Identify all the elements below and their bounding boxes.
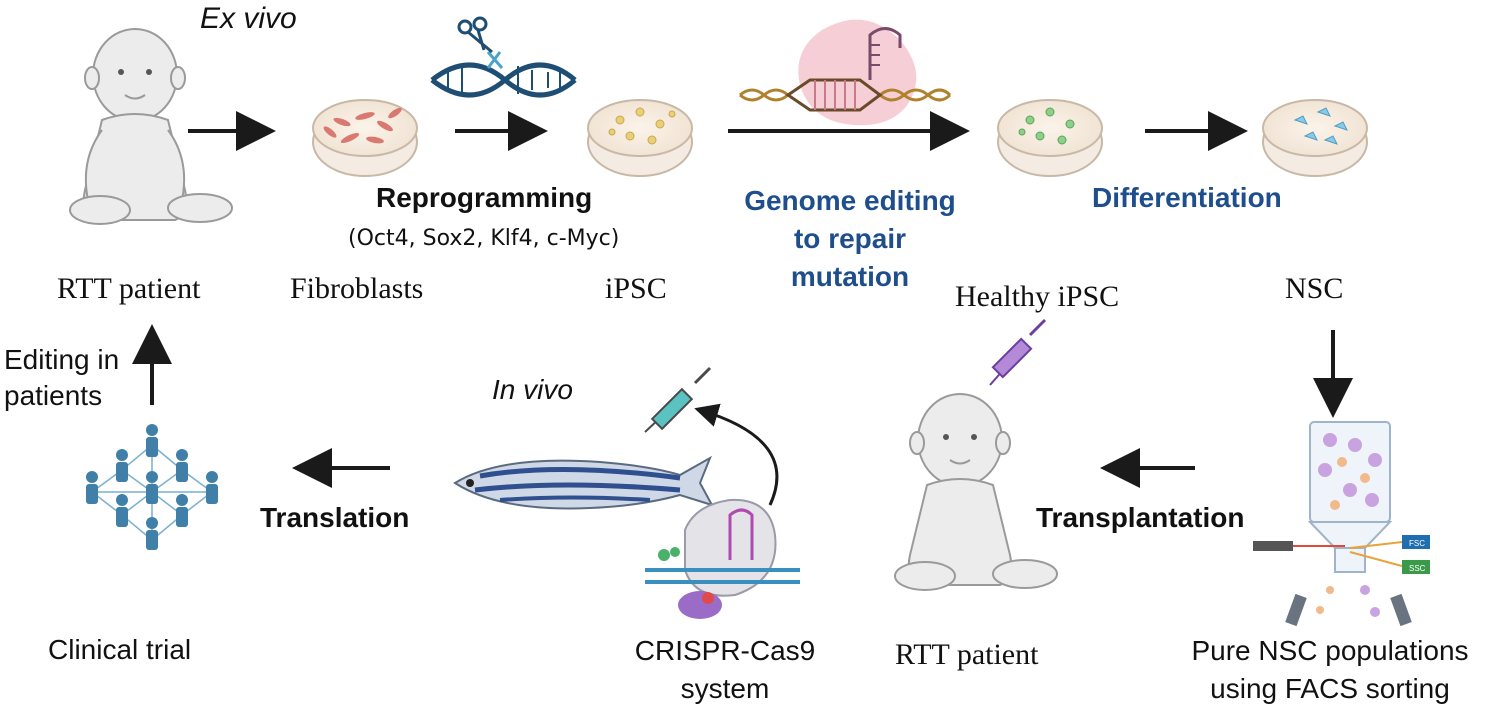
healthy-ipsc-label: Healthy iPSC bbox=[955, 280, 1120, 313]
facs-column-icon bbox=[1253, 421, 1430, 627]
genome-editing-label: Genome editing to repair mutation bbox=[725, 182, 975, 296]
baby-sitting-icon bbox=[69, 28, 233, 225]
crispr-label: CRISPR-Cas9 system bbox=[600, 632, 850, 708]
transplantation-label: Transplantation bbox=[1036, 502, 1245, 533]
dna-scissors-icon bbox=[430, 16, 577, 98]
syringe-icon bbox=[989, 318, 1047, 386]
in-vivo-label: In vivo bbox=[492, 374, 573, 405]
arrow-cas9-to-syringe bbox=[694, 403, 779, 506]
baby-injection-icon bbox=[894, 393, 1058, 591]
fibroblasts-label: Fibroblasts bbox=[290, 272, 424, 305]
ssc-label: SSC bbox=[1409, 564, 1426, 573]
people-network-icon bbox=[86, 424, 218, 550]
petri-dish-healthy-ipsc-icon bbox=[997, 99, 1103, 177]
cas9-complex-icon bbox=[645, 498, 800, 619]
nsc-label: NSC bbox=[1285, 272, 1344, 305]
rtt-patient-bottom-label: RTT patient bbox=[895, 638, 1039, 671]
editing-in-patients-label: Editing in patients bbox=[4, 342, 119, 414]
zebrafish-icon bbox=[453, 455, 715, 510]
syringe-teal-icon bbox=[644, 366, 712, 433]
ex-vivo-label: Ex vivo bbox=[200, 2, 297, 35]
reprogramming-label: Reprogramming bbox=[376, 182, 593, 213]
petri-dish-ipsc-icon bbox=[587, 99, 693, 177]
genome-editing-line-3: mutation bbox=[790, 261, 910, 292]
fsc-label: FSC bbox=[1409, 539, 1425, 548]
pure-nsc-line-1: Pure NSC populations bbox=[1191, 635, 1469, 666]
crispr-line-2: system bbox=[680, 673, 770, 704]
pure-nsc-line-2: using FACS sorting bbox=[1210, 673, 1450, 704]
clinical-trial-label: Clinical trial bbox=[48, 634, 192, 665]
editing-in-patients-line-1: Editing in bbox=[4, 344, 120, 375]
genome-editing-line-2: to repair bbox=[793, 223, 907, 254]
petri-dish-fibroblasts-icon bbox=[312, 99, 418, 177]
genome-editing-line-1: Genome editing bbox=[744, 185, 956, 216]
factors-label: (Oct4, Sox2, Klf4, c-Myc) bbox=[348, 226, 620, 251]
crispr-line-1: CRISPR-Cas9 bbox=[634, 635, 816, 666]
rtt-patient-top-label: RTT patient bbox=[57, 272, 201, 305]
dna-repair-template-icon bbox=[739, 19, 952, 126]
ipsc-label: iPSC bbox=[605, 272, 667, 305]
petri-dish-nsc-icon bbox=[1262, 99, 1368, 177]
translation-label: Translation bbox=[260, 502, 410, 533]
pure-nsc-label: Pure NSC populations using FACS sorting bbox=[1160, 632, 1500, 708]
editing-in-patients-line-2: patients bbox=[4, 380, 103, 411]
differentiation-label: Differentiation bbox=[1092, 182, 1282, 213]
